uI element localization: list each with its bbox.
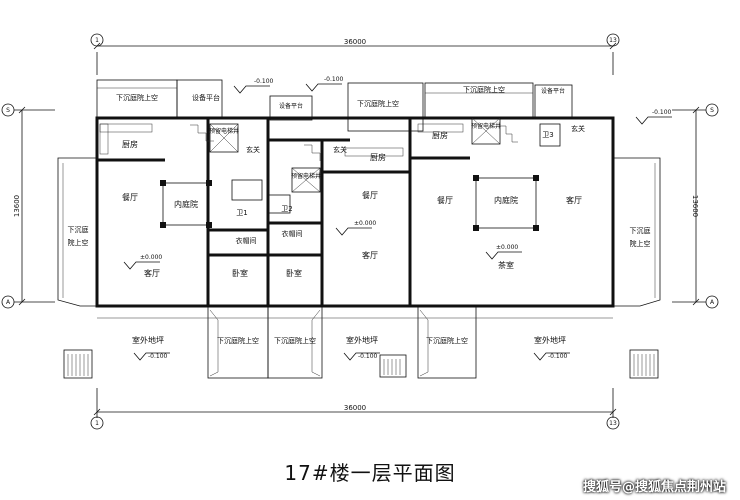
- label-sunken-bottom-1: 下沉庭院上空: [217, 336, 259, 345]
- label-sunken-bottom-3: 下沉庭院上空: [426, 336, 468, 345]
- label-sunken-bottom-2: 下沉庭院上空: [274, 336, 316, 345]
- label-zero-mid: ±0.000: [354, 220, 376, 227]
- label-equipment-platform-1: 设备平台: [192, 93, 220, 102]
- label-wc2: 卫2: [281, 205, 292, 213]
- label-kitchen-left: 厨房: [122, 139, 138, 149]
- label-sunken-top-left: 下沉庭院上空: [116, 93, 158, 102]
- axis-left-bottom: A: [6, 299, 11, 306]
- label-elevation-top-2: -0.100: [324, 76, 344, 83]
- axis-markers: [1, 33, 719, 430]
- label-shaft-right: 预留电梯井: [471, 122, 501, 130]
- bottom-annex: [97, 305, 613, 379]
- label-courtyard-left: 内庭院: [174, 199, 198, 209]
- label-kitchen-mid: 厨房: [370, 152, 386, 162]
- dimension-left: 13600: [13, 195, 21, 217]
- label-equipment-platform-2: 设备平台: [279, 102, 303, 110]
- label-sunken-top-mid: 下沉庭院上空: [357, 99, 399, 108]
- label-courtyard-right: 内庭院: [494, 195, 518, 205]
- dimension-right: 13600: [691, 195, 699, 217]
- axis-right-bottom: A: [710, 299, 715, 306]
- label-living-right-top: 客厅: [566, 195, 582, 205]
- label-shaft-left: 预留电梯井: [209, 127, 239, 135]
- label-sunken-side-right-1: 下沉庭: [630, 226, 651, 235]
- axis-top-right: 13: [609, 37, 617, 44]
- label-sunken-side-left-1: 下沉庭: [68, 225, 89, 234]
- building-walls: [95, 116, 615, 308]
- dimension-lines: [14, 42, 706, 418]
- label-tea-room: 茶室: [498, 260, 514, 270]
- label-outdoor-2: 室外地坪: [346, 335, 378, 345]
- label-zero-left: ±0.000: [140, 254, 162, 261]
- label-foyer-mid: 玄关: [333, 145, 347, 154]
- label-elevation-right-top: -0.100: [652, 109, 672, 116]
- dimension-bottom: 36000: [344, 404, 366, 412]
- label-living-mid: 客厅: [362, 250, 378, 260]
- label-outdoor-3: 室外地坪: [534, 335, 566, 345]
- elevation-markers: [123, 83, 672, 361]
- label-wc-right: 卫3: [542, 131, 553, 139]
- label-foyer-right: 玄关: [571, 124, 585, 133]
- label-elevation-top-1: -0.100: [254, 78, 274, 85]
- axis-bottom-right: 13: [609, 420, 617, 427]
- inner-courtyards: [160, 175, 539, 231]
- label-bedroom-left: 卧室: [232, 268, 248, 278]
- axis-left-top: S: [6, 107, 10, 114]
- label-dining-mid: 餐厅: [362, 191, 378, 200]
- dimension-top: 36000: [344, 38, 366, 46]
- label-living-left: 客厅: [144, 268, 160, 278]
- axis-right-top: S: [710, 107, 714, 114]
- label-shaft-center: 预留电梯井: [291, 172, 321, 180]
- label-closet-left: 衣帽间: [236, 236, 257, 245]
- label-equipment-platform-3: 设备平台: [541, 87, 565, 95]
- label-dining-left: 餐厅: [122, 193, 138, 202]
- label-bedroom-right: 卧室: [286, 268, 302, 278]
- label-sunken-top-right: 下沉庭院上空: [463, 85, 505, 94]
- fixtures: [99, 117, 561, 214]
- label-wc1: 卫1: [236, 209, 247, 217]
- label-foyer-left: 玄关: [246, 145, 260, 154]
- label-sunken-side-left-2: 院上空: [68, 238, 89, 247]
- top-annex: [96, 79, 573, 132]
- label-elevation-bottom-1: -0.100: [148, 353, 168, 360]
- label-elevation-bottom-2: -0.100: [358, 353, 378, 360]
- label-outdoor-1: 室外地坪: [132, 335, 164, 345]
- drain-grates: [63, 349, 659, 379]
- side-sunken-areas: [57, 157, 661, 307]
- label-kitchen-right: 厨房: [432, 130, 448, 140]
- axis-top-left: 1: [95, 37, 99, 44]
- plan-title: 17#楼一层平面图: [284, 461, 456, 485]
- label-closet-right: 衣帽间: [282, 229, 303, 238]
- label-elevation-bottom-3: -0.100: [548, 353, 568, 360]
- label-zero-right: ±0.000: [496, 244, 518, 251]
- watermark: 搜狐号@搜狐焦点荆州站: [582, 480, 726, 495]
- axis-bottom-left: 1: [95, 420, 99, 427]
- label-sunken-side-right-2: 院上空: [630, 239, 651, 248]
- label-dining-right: 餐厅: [437, 196, 453, 205]
